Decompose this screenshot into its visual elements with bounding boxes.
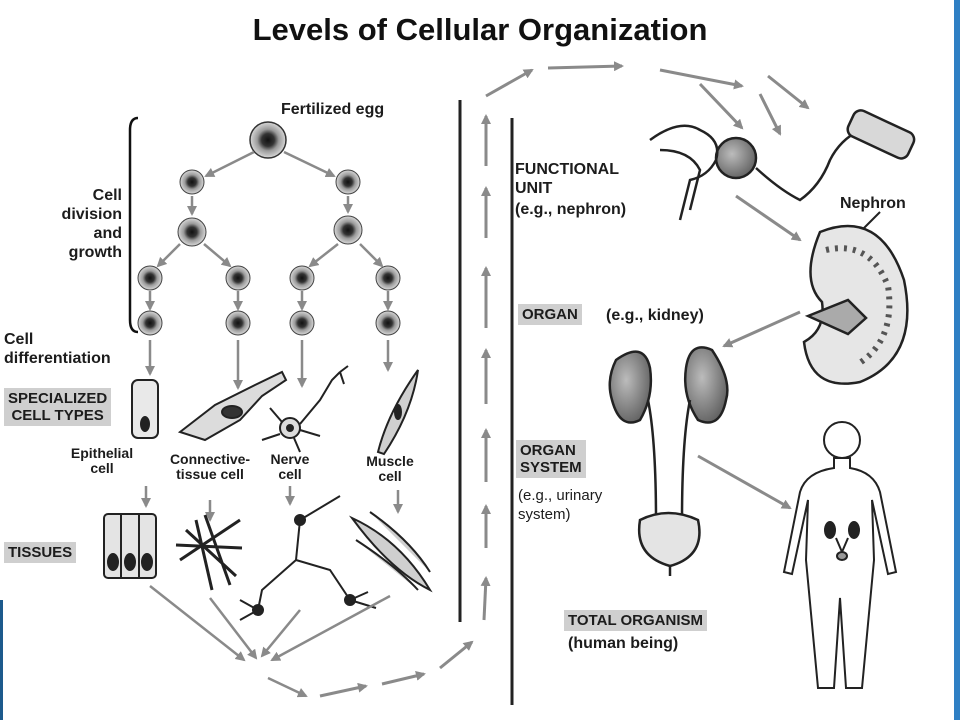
organ-system-example: (e.g., urinary system) [518, 487, 603, 523]
epithelial-tissue-shape [103, 513, 157, 579]
system-to-organism-arrow [697, 454, 792, 510]
tissues-tag: TISSUES [4, 542, 77, 563]
dividing-cells [137, 169, 401, 336]
organ-tag: ORGAN [518, 304, 582, 325]
total-organism-example: (human being) [568, 635, 679, 652]
urinary-system-shape [608, 346, 729, 576]
nephron-shape [649, 109, 916, 221]
cell-differentiation-label: Cell differentiation [4, 331, 111, 367]
organ-example: (e.g., kidney) [606, 307, 704, 324]
connective-tissue-shape [175, 514, 243, 591]
total-organism-tag: TOTAL ORGANISM [564, 610, 707, 631]
muscle-tissue-shape [348, 511, 433, 593]
organ-system-tag: ORGAN SYSTEM [516, 440, 586, 478]
cell-division-bracket [128, 116, 139, 334]
kidney-to-system-arrow [722, 310, 801, 348]
functional-unit-label: FUNCTIONAL UNIT [515, 161, 619, 197]
muscle-cell-shape [376, 369, 419, 456]
diagram-title: Levels of Cellular Organization [252, 12, 708, 47]
slide-edge-bar [954, 0, 960, 720]
functional-unit-example: (e.g., nephron) [515, 201, 627, 218]
nervous-tissue-shape [239, 495, 377, 621]
nerve-cell-shape [261, 365, 349, 453]
division-arrows [145, 150, 393, 390]
connective-tissue-cell-label: Connective- tissue cell [169, 451, 251, 482]
human-body-shape [782, 421, 898, 689]
tissue-arrows [141, 486, 403, 522]
specialized-cell-types-tag: SPECIALIZED CELL TYPES [4, 388, 112, 426]
connective-tissue-cell-shape [177, 370, 288, 442]
fertilized-egg-label: Fertilized egg [281, 101, 385, 118]
epithelial-cell-label: Epithelial cell [70, 445, 134, 476]
converging-arrows [149, 585, 391, 698]
nerve-cell-label: Nerve cell [270, 451, 310, 482]
nephron-label: Nephron [840, 195, 906, 212]
kidney-shape [802, 224, 909, 385]
slide-edge-bar-left [0, 600, 3, 720]
fertilized-egg-cell [249, 121, 287, 159]
epithelial-cell-shape [131, 379, 159, 439]
cell-division-label: Cell division and growth [61, 187, 122, 261]
nephron-to-kidney-arrow [735, 194, 802, 242]
muscle-cell-label: Muscle cell [366, 453, 414, 484]
progression-arrows [319, 61, 810, 698]
